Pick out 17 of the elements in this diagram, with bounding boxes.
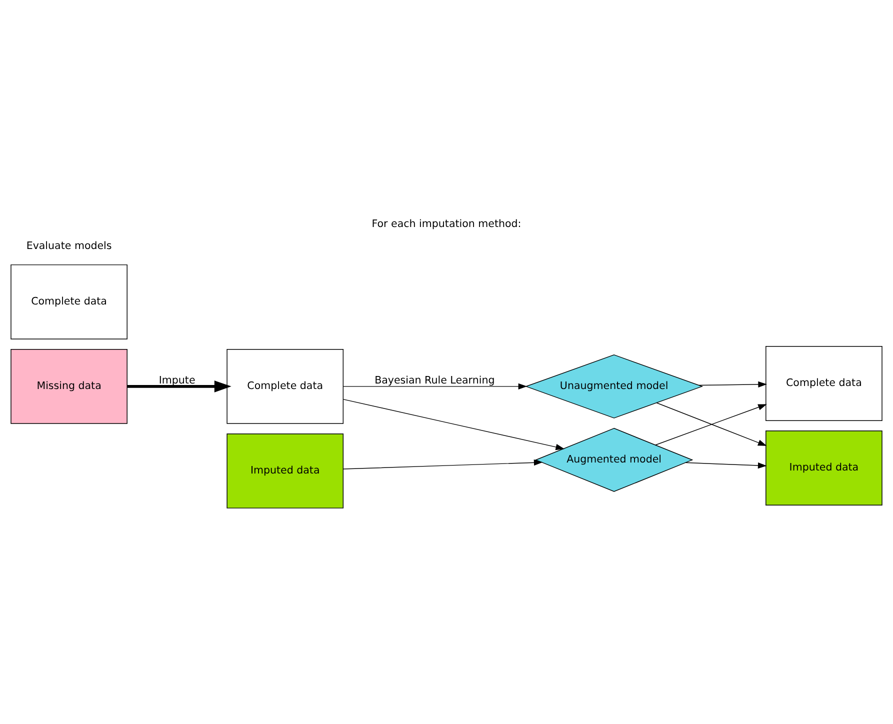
edge-label: Bayesian Rule Learning: [374, 374, 495, 387]
node-box: Complete data: [226, 348, 344, 424]
label: Evaluate models: [26, 240, 112, 252]
node-diamond: Unaugmented model: [524, 354, 704, 418]
node-box: Missing data: [10, 348, 128, 424]
edge-label: Impute: [158, 374, 196, 387]
node-box: Complete data: [10, 264, 128, 340]
node-box: Complete data: [766, 346, 882, 421]
arrow: [342, 383, 528, 390]
node-box: Imputed data: [766, 430, 882, 506]
arrow: [698, 381, 767, 388]
arrow: [685, 462, 767, 469]
arrow: [342, 398, 565, 450]
arrow: [342, 460, 543, 470]
diagram-title: For each imputation method:: [372, 218, 522, 230]
node-box: Imputed data: [226, 433, 344, 508]
arrow: [127, 380, 232, 392]
